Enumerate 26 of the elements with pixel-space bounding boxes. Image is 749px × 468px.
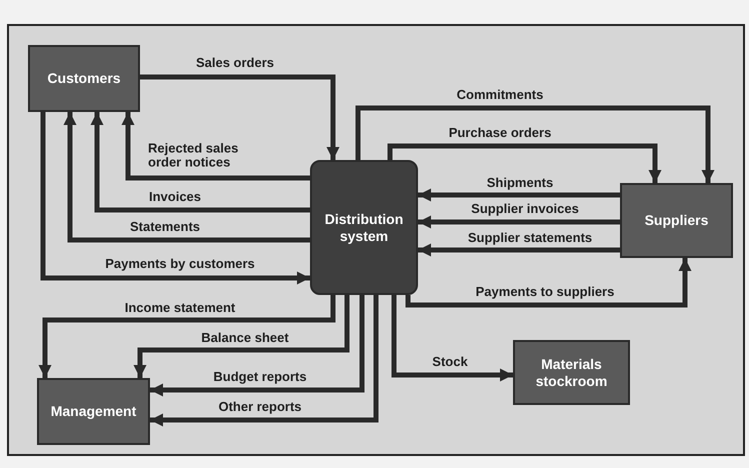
arrow xyxy=(356,106,714,183)
system-box xyxy=(310,160,418,295)
arrow xyxy=(418,216,620,228)
arrow xyxy=(122,112,310,180)
node-label: Customers xyxy=(47,70,121,87)
customers-box xyxy=(28,45,140,112)
arrow xyxy=(388,144,662,183)
arrow xyxy=(134,295,350,378)
arrow xyxy=(406,258,692,308)
node-label: Management xyxy=(50,403,136,420)
node-label: Distribution system xyxy=(324,211,404,244)
arrow xyxy=(418,244,620,256)
arrow xyxy=(140,74,340,160)
arrow xyxy=(150,295,378,426)
suppliers-box xyxy=(620,183,733,258)
arrow xyxy=(64,112,310,242)
node-label: Materials stockroom xyxy=(534,356,608,389)
arrow xyxy=(40,112,310,284)
arrow xyxy=(392,295,513,382)
stockroom-box xyxy=(513,340,630,405)
arrow xyxy=(418,188,620,202)
arrow xyxy=(150,295,364,396)
management-box xyxy=(37,378,150,445)
node-label: Suppliers xyxy=(644,212,708,229)
arrow xyxy=(38,295,336,378)
arrow xyxy=(90,112,310,212)
